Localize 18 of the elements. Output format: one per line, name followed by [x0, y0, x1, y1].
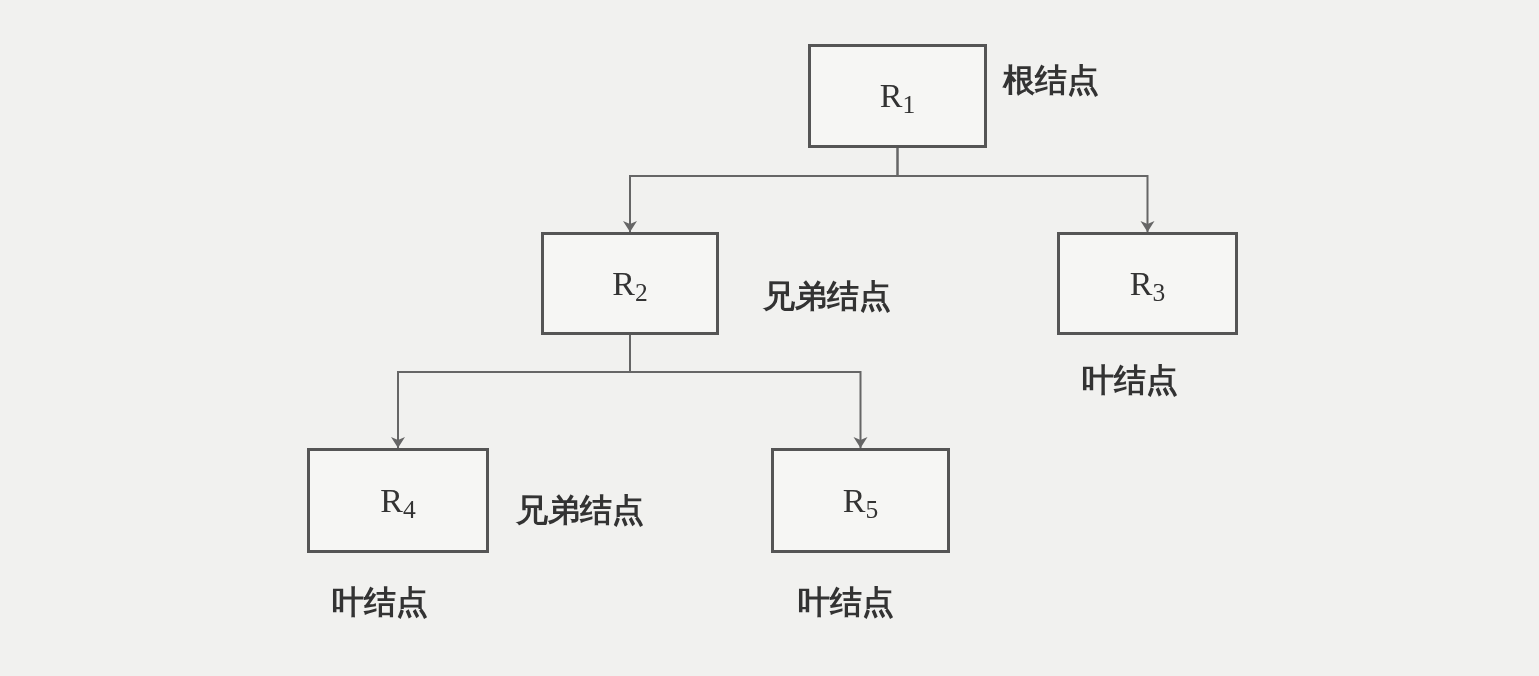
- node-caption: 叶结点: [798, 582, 894, 623]
- node-caption: 叶结点: [332, 582, 428, 623]
- sibling-label: 兄弟结点: [763, 276, 891, 317]
- node-label: R$_{2}$: [612, 266, 648, 301]
- node-box: [808, 44, 987, 148]
- node-label: R$_{4}$: [380, 483, 416, 518]
- arrow: [896, 147, 1155, 233]
- node-box: [1057, 232, 1238, 335]
- node-box: [307, 448, 489, 553]
- node-caption: 叶结点: [1082, 360, 1178, 401]
- node-label: R$_{1}$: [879, 79, 916, 113]
- node-box: [771, 448, 950, 553]
- node-label: R$_{5}$: [842, 483, 879, 518]
- node-label: R$_{3}$: [1129, 266, 1166, 301]
- node-box: [541, 232, 719, 335]
- sibling-label: 兄弟结点: [516, 490, 644, 531]
- node-caption: 根结点: [1003, 60, 1099, 101]
- arrow: [629, 334, 868, 449]
